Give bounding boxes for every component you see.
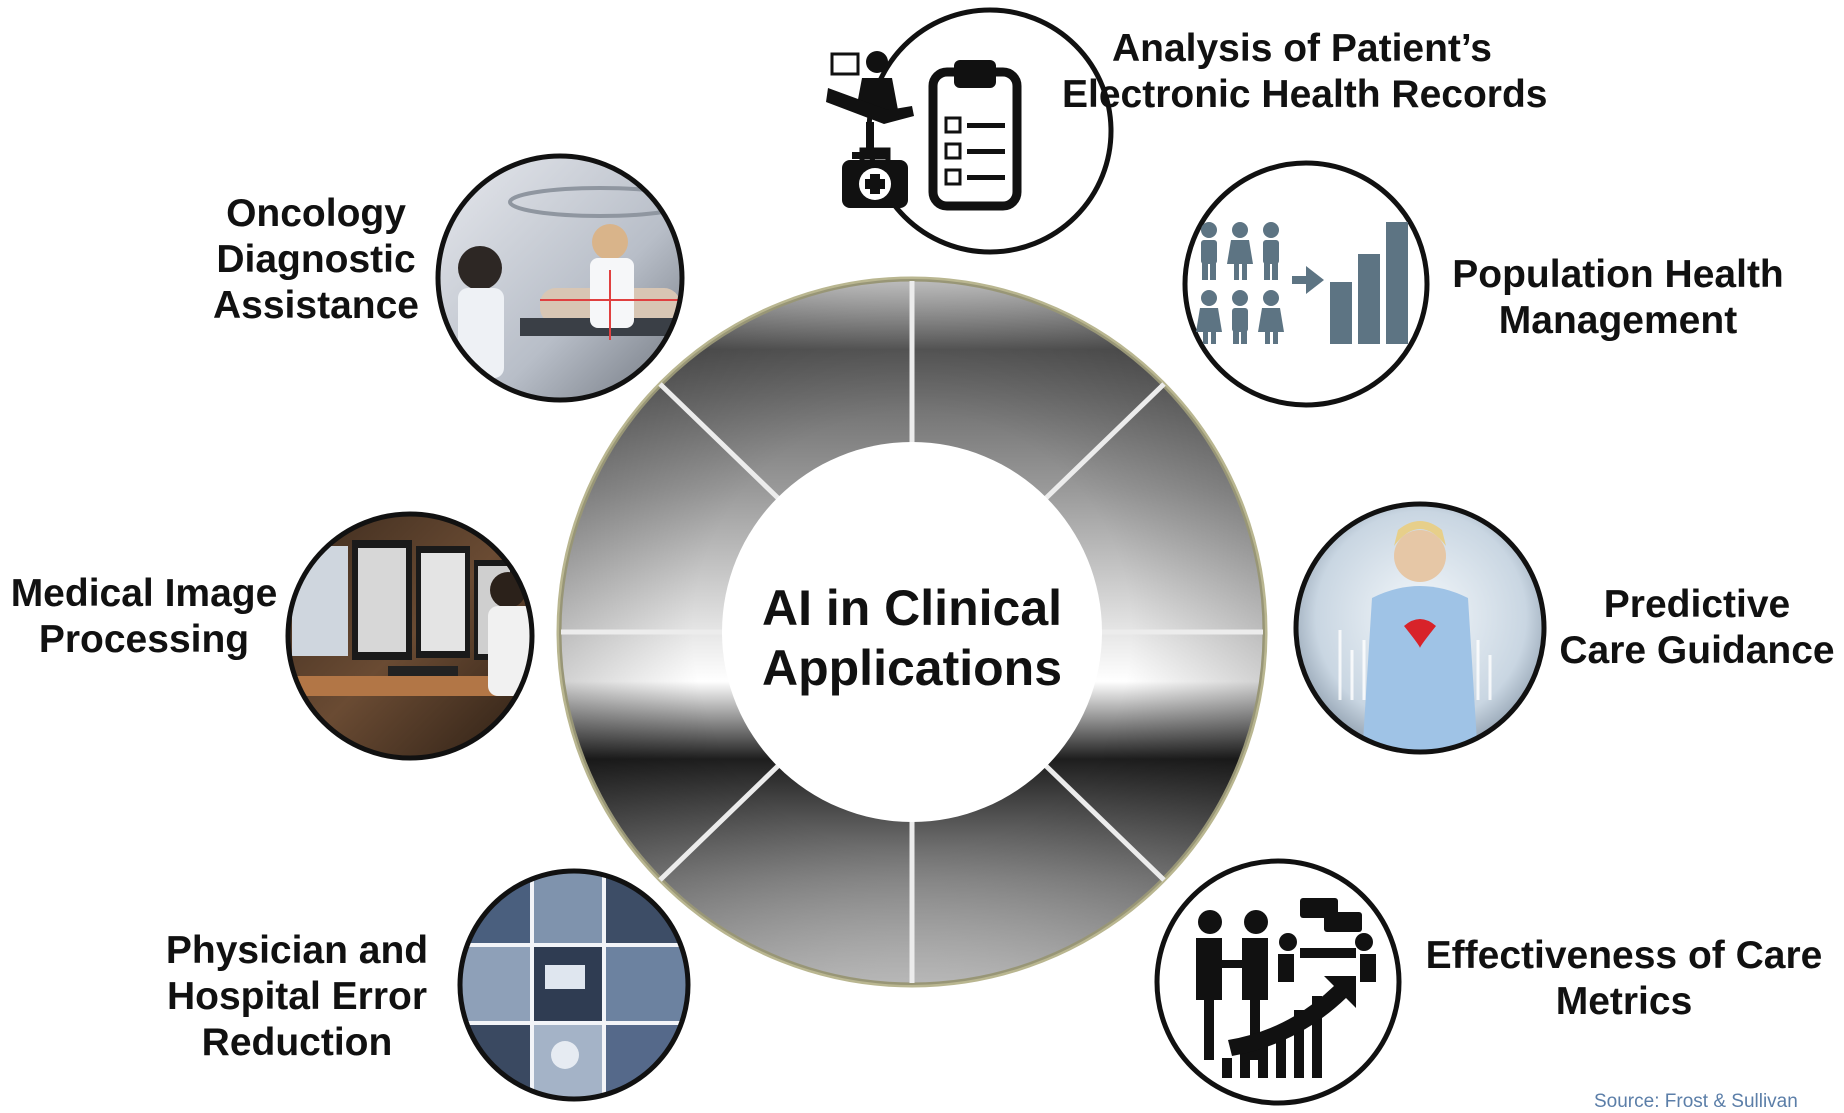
label-line: Diagnostic [216,238,416,281]
label-oncology: Oncology Diagnostic Assistance [206,191,426,329]
label-line: Oncology [226,192,406,235]
label-line: Physician and [165,929,429,972]
ehr-icon-circle [826,7,1114,255]
label-line: Effectiveness of Care [1425,934,1823,977]
doctor-heart-photo [1293,501,1547,755]
label-error-reduction: Physician and Hospital Error Reduction [156,928,438,1066]
handshake-growth-icon [1196,898,1376,1078]
label-line: Hospital Error [166,975,428,1018]
ring-center [722,442,1102,822]
label-line: Electronic Health Records [1062,73,1548,116]
center-title: AI in Clinical Applications [732,578,1092,698]
radiology-monitors-photo [285,511,535,761]
population-icon-circle [1182,160,1430,408]
label-predictive-care: Predictive Care Guidance [1558,582,1836,674]
ehr-clipboard-icon [826,51,1022,211]
population-chart-icon [1196,222,1408,344]
label-care-metrics: Effectiveness of Care Metrics [1424,933,1824,1025]
label-population-health: Population Health Management [1444,252,1792,344]
central-ring [556,276,1268,988]
ring-dividers [561,281,1263,983]
label-line: Management [1498,299,1738,342]
radiotherapy-photo [435,153,685,403]
hospital-collage-photo [457,868,691,1102]
label-line: Medical Image [10,572,278,615]
source-note: Source: Frost & Sullivan [1594,1091,1798,1112]
label-line: Assistance [213,284,419,327]
label-line: Care Guidance [1559,629,1835,672]
label-line: Predictive [1603,583,1791,626]
label-ehr-analysis: Analysis of Patient’s Electronic Health … [1062,26,1548,118]
label-line: Metrics [1555,980,1693,1023]
center-title-line1: AI in Clinical [761,580,1063,636]
center-title-line2: Applications [761,640,1063,696]
label-line: Population Health [1452,253,1784,296]
label-line: Processing [38,618,250,661]
label-medical-image: Medical Image Processing [6,571,282,663]
metrics-icon-circle [1154,858,1402,1106]
label-line: Analysis of Patient’s [1111,27,1492,70]
label-line: Reduction [201,1021,393,1064]
